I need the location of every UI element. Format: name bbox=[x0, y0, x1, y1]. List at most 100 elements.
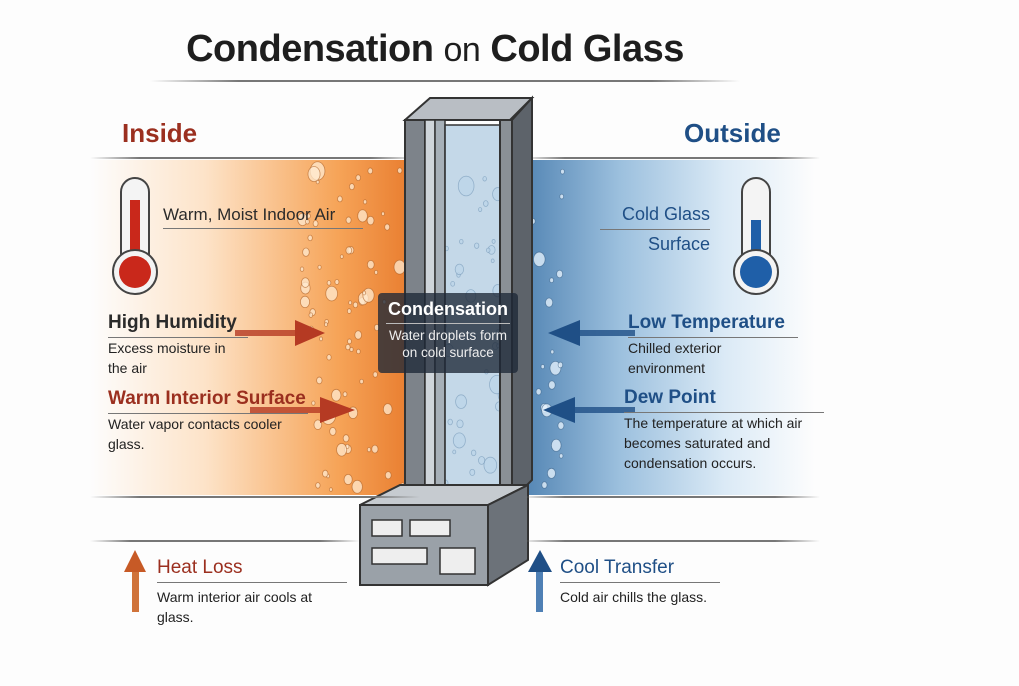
divider bbox=[90, 540, 360, 542]
arrow-up-icon bbox=[528, 550, 552, 612]
water-droplet bbox=[306, 213, 311, 219]
water-droplet bbox=[326, 354, 332, 361]
water-droplet bbox=[367, 167, 374, 175]
heat-loss-desc: Warm interior air cools at glass. bbox=[157, 589, 313, 625]
water-droplet bbox=[548, 380, 556, 390]
divider bbox=[520, 157, 820, 159]
water-droplet bbox=[342, 391, 348, 398]
water-droplet bbox=[355, 174, 361, 181]
title-divider bbox=[150, 80, 740, 82]
water-droplet bbox=[343, 473, 353, 485]
water-droplet bbox=[311, 400, 316, 406]
water-droplet bbox=[349, 346, 354, 352]
water-droplet bbox=[366, 447, 372, 453]
water-droplet bbox=[345, 216, 352, 224]
water-droplet bbox=[550, 438, 562, 452]
water-droplet bbox=[313, 419, 323, 430]
dew-point-desc: condensation occurs. bbox=[624, 455, 757, 471]
water-droplet bbox=[326, 280, 332, 286]
low-temperature-block: Low Temperature Chilled exterior environ… bbox=[628, 312, 798, 378]
water-droplet bbox=[315, 482, 321, 489]
high-humidity-block: High Humidity Excess moisture in the air bbox=[108, 312, 248, 378]
water-droplet bbox=[372, 371, 378, 378]
cool-transfer-desc: Cold air chills the glass. bbox=[560, 589, 708, 605]
water-droplet bbox=[362, 199, 368, 205]
water-droplet bbox=[354, 330, 362, 340]
water-droplet bbox=[550, 349, 555, 355]
water-droplet bbox=[352, 301, 359, 309]
page-title: Condensation on Cold Glass bbox=[0, 28, 870, 71]
dew-point-desc: The temperature at which air bbox=[624, 415, 803, 431]
warm-surface-block: Warm Interior Surface Water vapor contac… bbox=[108, 388, 308, 454]
arrow-left-icon bbox=[543, 397, 635, 423]
water-droplet bbox=[301, 277, 310, 288]
high-humidity-desc: Excess moisture in the air bbox=[108, 340, 226, 376]
water-droplet bbox=[307, 166, 321, 183]
water-droplet bbox=[558, 453, 564, 459]
water-droplet bbox=[349, 183, 355, 191]
water-droplet bbox=[356, 348, 361, 355]
water-droplet bbox=[329, 427, 337, 436]
water-droplet bbox=[329, 487, 333, 492]
water-droplet bbox=[540, 364, 545, 370]
water-droplet bbox=[384, 223, 391, 231]
low-temperature-desc: Chilled exterior environment bbox=[628, 340, 722, 376]
water-droplet bbox=[382, 403, 393, 415]
water-droplet bbox=[299, 266, 305, 272]
water-droplet bbox=[357, 209, 368, 223]
condensation-title: Condensation bbox=[386, 299, 510, 324]
dew-point-title: Dew Point bbox=[624, 387, 824, 413]
water-droplet bbox=[374, 269, 379, 275]
water-droplet bbox=[348, 300, 353, 306]
water-droplet bbox=[546, 467, 556, 479]
divider bbox=[520, 540, 820, 542]
water-droplet bbox=[362, 290, 367, 296]
water-droplet bbox=[345, 343, 351, 351]
water-droplet bbox=[533, 251, 546, 267]
water-droplet bbox=[342, 434, 350, 443]
water-droplet bbox=[556, 269, 564, 279]
divider bbox=[90, 157, 420, 159]
arrow-right-icon bbox=[250, 397, 355, 423]
dew-point-block: Dew Point The temperature at which air b… bbox=[624, 387, 824, 473]
condensation-desc: on cold surface bbox=[402, 345, 494, 360]
water-droplet bbox=[339, 254, 344, 259]
condensation-desc: Water droplets form bbox=[388, 328, 508, 343]
heat-loss-title: Heat Loss bbox=[157, 557, 347, 583]
water-droplet bbox=[319, 336, 323, 342]
water-droplet bbox=[535, 388, 542, 396]
outside-label: Outside bbox=[684, 118, 781, 148]
divider bbox=[520, 496, 820, 498]
water-droplet bbox=[366, 215, 375, 226]
water-droplet bbox=[300, 295, 310, 309]
water-droplet bbox=[316, 376, 323, 385]
title-part: Cold Glass bbox=[490, 28, 684, 70]
divider bbox=[90, 496, 420, 498]
water-droplet bbox=[366, 260, 375, 270]
water-droplet bbox=[545, 297, 554, 308]
water-droplet bbox=[393, 259, 406, 275]
warm-surface-title: Warm Interior Surface bbox=[108, 388, 308, 414]
cool-transfer-block: Cool Transfer Cold air chills the glass. bbox=[560, 557, 720, 607]
cold-glass-label: Cold Glass Surface bbox=[600, 204, 710, 255]
heat-loss-block: Heat Loss Warm interior air cools at gla… bbox=[157, 557, 347, 627]
water-droplet bbox=[541, 481, 548, 489]
cold-glass-line: Cold Glass bbox=[600, 204, 710, 230]
water-droplet bbox=[371, 444, 379, 454]
water-droplet bbox=[324, 322, 328, 327]
dew-point-desc: becomes saturated and bbox=[624, 435, 771, 451]
water-droplet bbox=[384, 471, 392, 480]
water-droplet bbox=[336, 443, 348, 457]
water-droplet bbox=[325, 285, 338, 302]
title-part: Condensation bbox=[186, 28, 434, 70]
water-droplet bbox=[557, 421, 565, 430]
water-droplet bbox=[322, 469, 329, 478]
low-temperature-title: Low Temperature bbox=[628, 312, 798, 338]
indoor-air-label: Warm, Moist Indoor Air bbox=[163, 205, 363, 229]
water-droplet bbox=[334, 279, 340, 285]
water-droplet bbox=[347, 338, 352, 345]
arrow-right-icon bbox=[235, 320, 325, 346]
water-droplet bbox=[557, 361, 564, 369]
water-droplet bbox=[317, 264, 322, 270]
water-droplet bbox=[308, 312, 314, 318]
